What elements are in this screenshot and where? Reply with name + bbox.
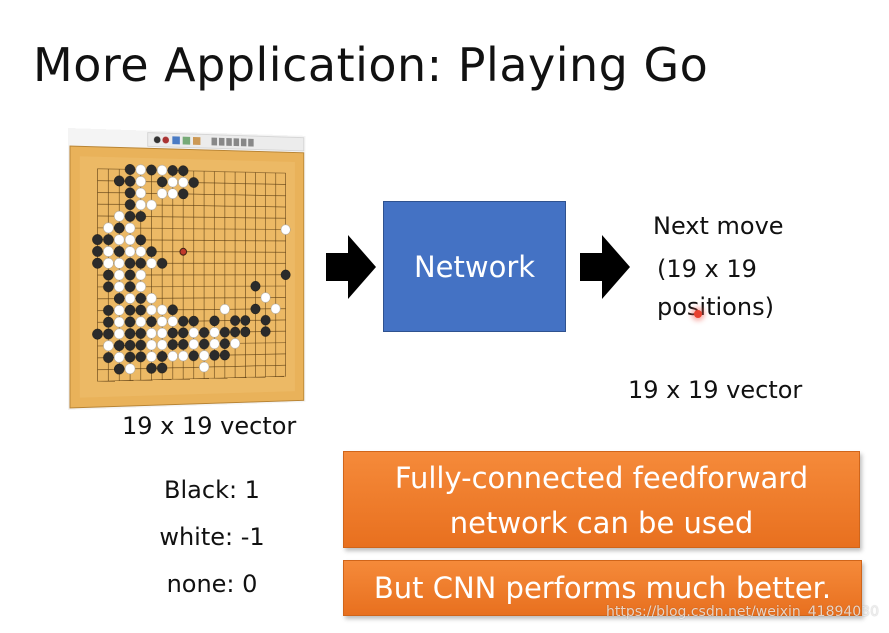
- legend-none: none: 0: [166, 570, 258, 598]
- fully-connected-note: Fully-connected feedforward network can …: [343, 451, 860, 548]
- output-caption: 19 x 19 vector: [628, 376, 803, 404]
- fully-connected-line-2: network can be used: [449, 505, 754, 540]
- next-move-positions: positions): [657, 293, 774, 321]
- slide-title: More Application: Playing Go: [33, 38, 709, 92]
- arrow-right-icon: [580, 235, 630, 299]
- arrow-right-icon: [326, 235, 376, 299]
- network-box: Network: [383, 201, 566, 332]
- next-move-label: Next move: [653, 212, 784, 240]
- legend-white: white: -1: [159, 523, 265, 551]
- legend-black: Black: 1: [164, 476, 260, 504]
- cursor-highlight-icon: [694, 310, 702, 318]
- board-caption: 19 x 19 vector: [122, 412, 297, 440]
- go-board-image: [68, 128, 306, 410]
- watermark: https://blog.csdn.net/weixin_41894030: [606, 604, 880, 620]
- next-move-size: (19 x 19: [657, 255, 757, 283]
- fully-connected-line-1: Fully-connected feedforward: [394, 461, 809, 495]
- cnn-note: But CNN performs much better.: [343, 560, 862, 616]
